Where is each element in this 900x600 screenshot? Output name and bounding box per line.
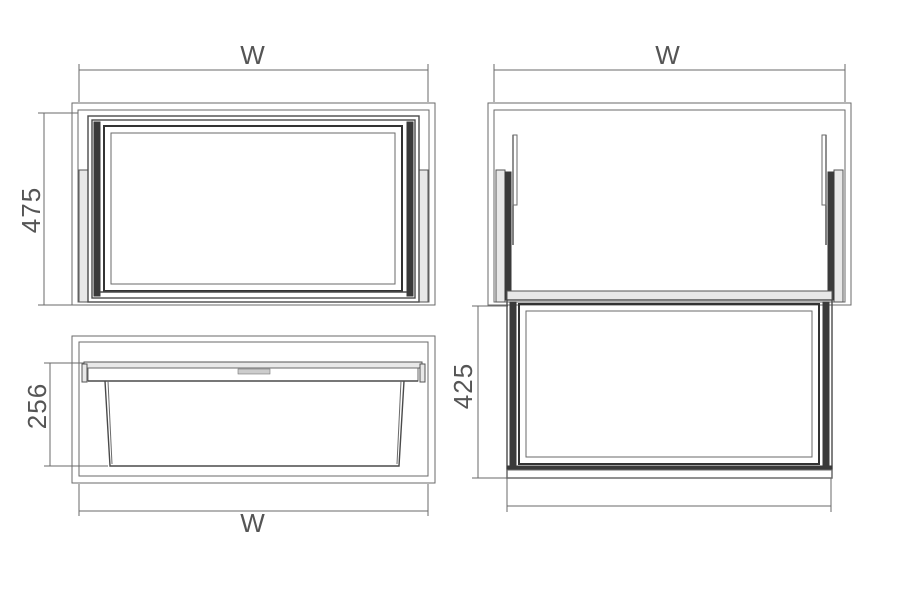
side-height-label: 256 xyxy=(22,383,52,429)
open-width-dimension: W xyxy=(493,40,846,102)
front-height-label: 475 xyxy=(16,187,46,233)
open-view: W 425 xyxy=(448,40,852,512)
side-basin-inner-left xyxy=(107,380,113,465)
front-view: W 475 xyxy=(16,40,436,306)
front-width-label: W xyxy=(240,40,266,70)
open-drawer-left-post xyxy=(509,301,517,467)
open-left-bracket xyxy=(512,134,518,206)
brand-plate xyxy=(237,368,271,375)
open-cabinet-inner xyxy=(493,109,846,303)
front-left-rail xyxy=(78,169,89,303)
open-drawer-frame xyxy=(506,299,833,479)
open-left-arm xyxy=(504,171,512,301)
open-drawer-right-post xyxy=(822,301,830,467)
open-right-rail xyxy=(833,169,844,303)
side-view: 256 W xyxy=(22,335,436,538)
front-drawer-frame xyxy=(87,115,420,303)
open-drawer-panel-inner xyxy=(525,310,813,458)
side-width-label: W xyxy=(240,508,266,538)
side-cabinet-inner xyxy=(78,341,429,477)
open-width-label: W xyxy=(655,40,681,70)
open-drawer-base xyxy=(506,465,833,471)
front-width-dimension: W xyxy=(78,40,429,102)
side-width-dimension: W xyxy=(78,484,429,538)
open-drawer-top-bar xyxy=(506,290,833,301)
front-drawer-panel xyxy=(103,125,403,292)
open-right-arm xyxy=(827,171,835,301)
front-right-post xyxy=(406,121,414,297)
front-drawer-frame-inner xyxy=(91,119,416,299)
open-left-rail xyxy=(495,169,506,303)
open-right-bracket xyxy=(821,134,827,206)
side-top-rail xyxy=(83,361,423,369)
side-right-tab xyxy=(419,363,426,383)
front-cabinet-outline xyxy=(71,102,436,306)
side-cabinet-outline xyxy=(71,335,436,484)
open-drawer-foot xyxy=(506,469,833,479)
front-cabinet-inner xyxy=(77,109,430,303)
open-height-label: 425 xyxy=(448,363,478,409)
side-height-dimension: 256 xyxy=(22,362,108,467)
front-height-dimension: 475 xyxy=(16,112,78,306)
front-right-rail xyxy=(418,169,429,303)
side-basin-inner-right xyxy=(396,380,402,465)
front-left-post xyxy=(93,121,101,297)
open-drawer-panel xyxy=(518,303,820,465)
side-drawer-basin xyxy=(104,380,405,467)
front-drawer-panel-inner xyxy=(110,132,396,285)
open-cabinet-outline xyxy=(487,102,852,306)
open-bottom-dimension xyxy=(506,478,832,512)
side-left-tab xyxy=(81,363,88,383)
open-height-dimension: 425 xyxy=(448,305,508,479)
